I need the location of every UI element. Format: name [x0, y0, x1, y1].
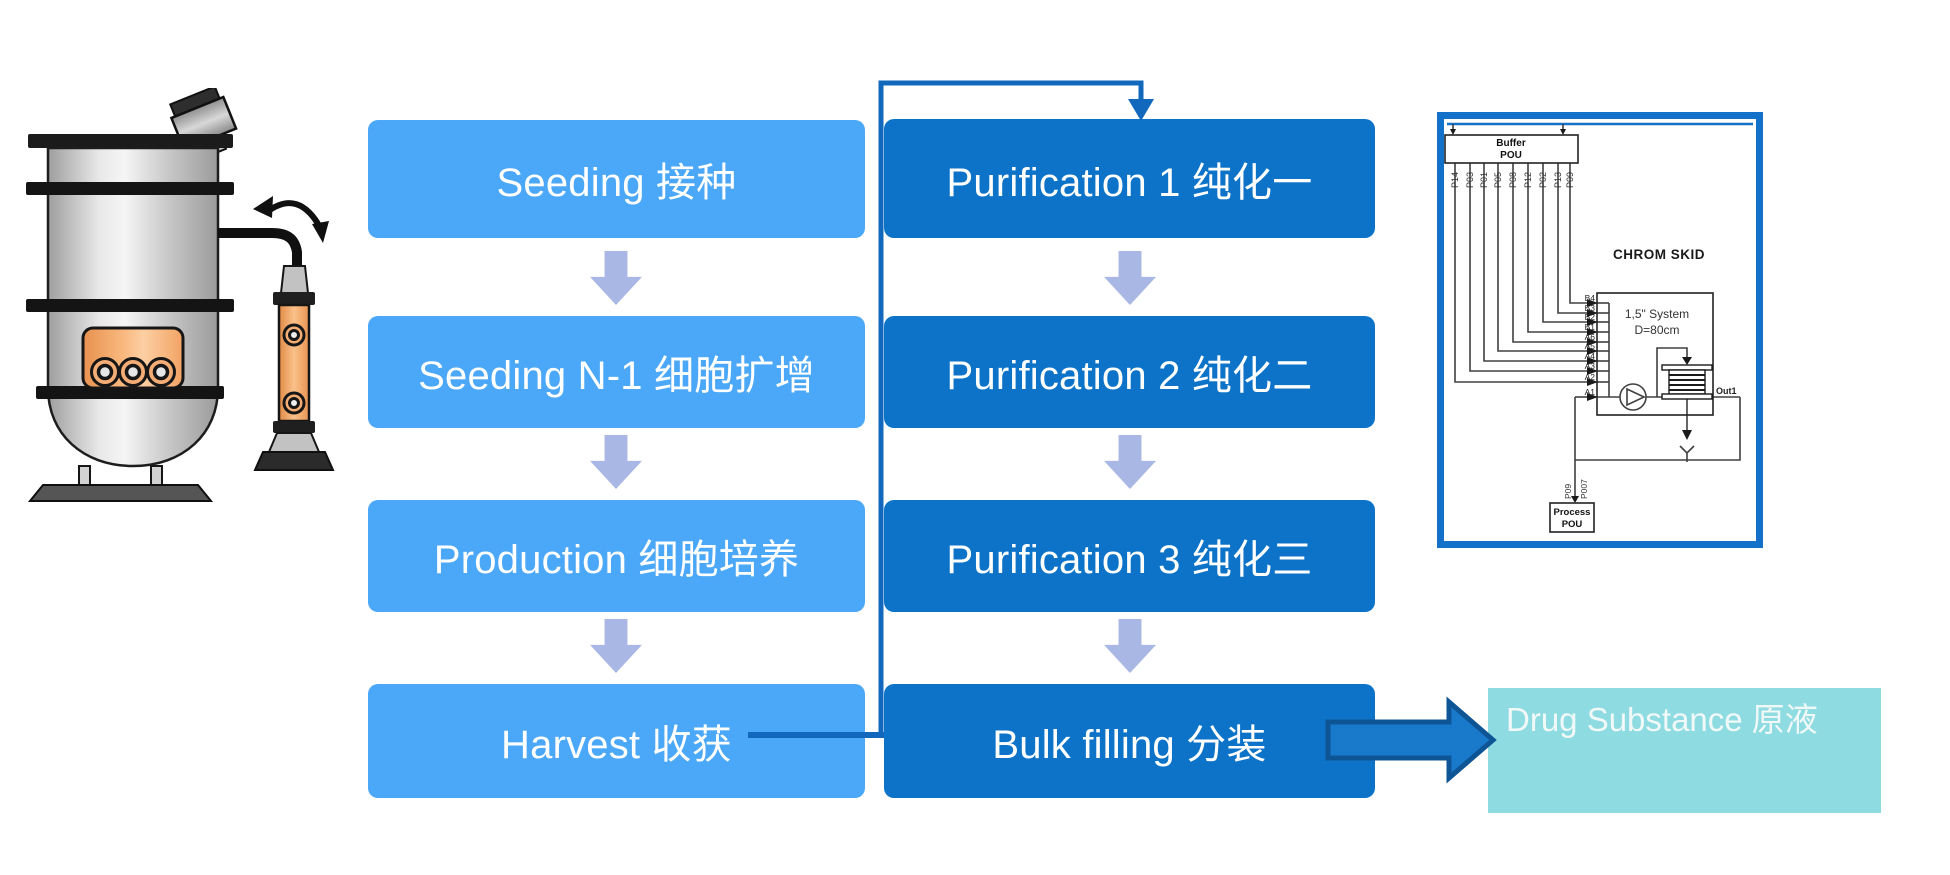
svg-text:P13: P13	[1553, 172, 1563, 188]
chrom-skid-diagram: Buffer POU P14 P03 P01 P05 P08 P12 P02 P…	[1437, 112, 1763, 548]
step-label: Purification 3 纯化三	[946, 538, 1313, 582]
step-purification-2: Purification 2 纯化二	[884, 316, 1375, 428]
column-icon	[1661, 364, 1713, 400]
svg-text:P09: P09	[1565, 172, 1575, 188]
pump-icon	[1619, 383, 1647, 411]
svg-text:B3: B3	[1585, 303, 1596, 313]
svg-text:B1: B1	[1585, 322, 1596, 332]
tank-band	[26, 299, 234, 312]
step-label: Seeding N-1 细胞扩增	[418, 354, 815, 398]
step-harvest: Harvest 收获	[368, 684, 865, 798]
down-arrow-icon	[1104, 435, 1156, 489]
transfer-pipe	[218, 228, 302, 268]
process-pou-box	[1549, 502, 1595, 533]
svg-text:P007: P007	[1579, 479, 1589, 499]
out-label: Out1	[1716, 386, 1737, 396]
bioreactor-illustration	[26, 88, 335, 502]
step-bulk-filling: Bulk filling 分装	[884, 684, 1375, 798]
step-seeding-n1: Seeding N-1 细胞扩增	[368, 316, 865, 428]
step-label: Seeding 接种	[496, 161, 737, 205]
step-label: Harvest 收获	[501, 723, 732, 767]
svg-text:P02: P02	[1538, 172, 1548, 188]
svg-text:P03: P03	[1465, 172, 1475, 188]
process-pou-label: Process	[1554, 507, 1591, 518]
svg-text:A2: A2	[1585, 372, 1596, 382]
down-arrow-icon	[590, 435, 642, 489]
svg-text:A5: A5	[1585, 341, 1596, 351]
svg-text:A4: A4	[1585, 351, 1596, 361]
result-box-drug-substance: Drug Substance 原液	[1488, 688, 1881, 813]
svg-text:A3: A3	[1585, 361, 1596, 371]
chrom-skid-title: CHROM SKID	[1613, 247, 1705, 262]
step-seeding: Seeding 接种	[368, 120, 865, 238]
tank-band	[26, 182, 234, 195]
connector-arrowhead-icon	[1128, 99, 1154, 121]
result-label: Drug Substance 原液	[1506, 701, 1818, 738]
svg-text:P14: P14	[1450, 172, 1460, 188]
process-pou-label: POU	[1562, 519, 1583, 530]
svg-text:A1: A1	[1585, 387, 1596, 397]
tank-leg	[150, 465, 163, 486]
down-arrow-icon	[590, 619, 642, 673]
chrom-skid-frame	[1437, 112, 1763, 548]
tank-leg	[78, 465, 91, 486]
system-label: 1,5" System	[1625, 307, 1689, 321]
process-line-labels: P09 P007	[1563, 479, 1589, 499]
swap-arrow-icon	[253, 196, 329, 243]
svg-text:P09: P09	[1563, 484, 1573, 499]
tank-band	[36, 386, 224, 399]
inlet-labels: B4 B3 B2 B1 A6 A5 A4 A3 A2 A1	[1585, 293, 1596, 397]
svg-text:P05: P05	[1493, 172, 1503, 188]
buffer-pou-box	[1444, 134, 1579, 164]
tank-base	[27, 484, 214, 502]
step-label: Bulk filling 分装	[992, 723, 1267, 767]
buffer-pou-label: POU	[1500, 150, 1522, 161]
system-label: D=80cm	[1634, 323, 1679, 337]
step-purification-1: Purification 1 纯化一	[884, 119, 1375, 238]
down-arrow-icon	[1104, 619, 1156, 673]
system-box	[1596, 292, 1714, 416]
down-arrow-icon	[1104, 251, 1156, 305]
svg-text:P01: P01	[1479, 172, 1489, 188]
step-label: Purification 2 纯化二	[946, 354, 1313, 398]
step-label: Purification 1 纯化一	[946, 160, 1313, 205]
tank-lid	[28, 134, 233, 148]
step-label: Production 细胞培养	[433, 538, 800, 582]
step-production: Production 细胞培养	[368, 500, 865, 612]
svg-text:P12: P12	[1523, 172, 1533, 188]
tank-ports	[90, 357, 176, 387]
down-arrow-icon	[590, 251, 642, 305]
svg-text:B2: B2	[1585, 312, 1596, 322]
svg-text:P08: P08	[1508, 172, 1518, 188]
buffer-line-labels: P14 P03 P01 P05 P08 P12 P02 P13 P09	[1450, 172, 1575, 188]
chrom-skid-piping	[1447, 122, 1753, 500]
svg-text:B4: B4	[1585, 293, 1596, 303]
svg-text:A6: A6	[1585, 332, 1596, 342]
buffer-pou-label: Buffer	[1496, 138, 1526, 149]
filter-column	[253, 265, 335, 471]
step-purification-3: Purification 3 纯化三	[884, 500, 1375, 612]
inlet-arrowheads	[1450, 129, 1692, 503]
